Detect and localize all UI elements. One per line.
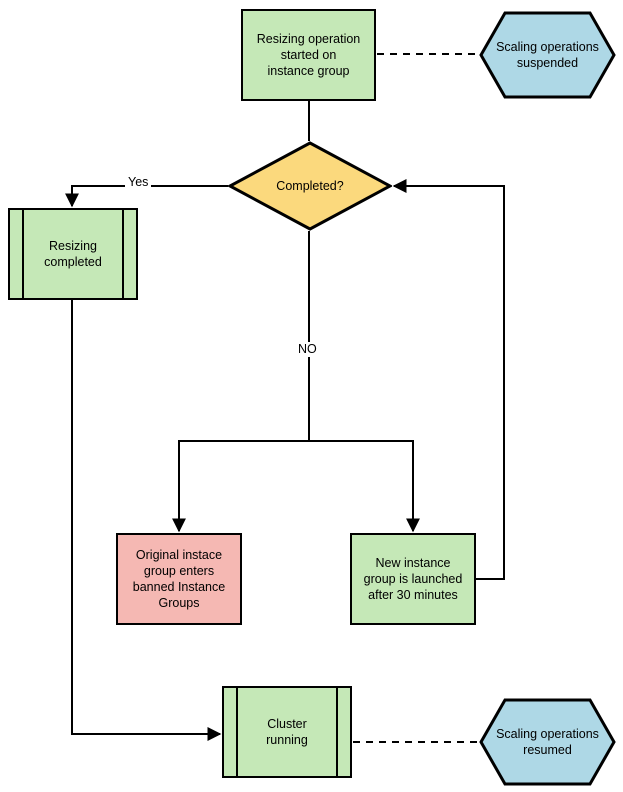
node-resizing-completed[interactable]: Resizing completed	[8, 208, 138, 300]
edge-resizing-completed-to-cluster	[71, 300, 222, 741]
node-original-banned-label: Original instace group enters banned Ins…	[132, 548, 226, 610]
node-completed-decision[interactable]: Completed?	[228, 141, 392, 231]
node-new-instance-group[interactable]: New instance group is launched after 30 …	[350, 533, 476, 625]
node-resizing-completed-label: Resizing completed	[44, 239, 102, 269]
node-scaling-suspended[interactable]: Scaling operations suspended	[479, 11, 616, 99]
hexagon-shape-resumed	[479, 698, 616, 786]
predef-left-rule	[236, 688, 238, 776]
node-cluster-running[interactable]: Cluster running	[222, 686, 352, 778]
edge-new-group-back-to-decision	[392, 179, 505, 580]
node-resizing-started[interactable]: Resizing operation started on instance g…	[241, 9, 376, 101]
node-cluster-running-label: Cluster running	[266, 717, 308, 747]
predef-left-rule	[22, 210, 24, 298]
edge-yes-to-resizing-completed	[65, 185, 228, 208]
edge-label-no: NO	[295, 342, 320, 357]
edge-no-to-new-instance-group	[309, 440, 420, 533]
node-scaling-suspended-label: Scaling operations suspended	[496, 40, 599, 70]
edge-no-to-original-banned	[172, 440, 309, 533]
hexagon-shape-suspended	[479, 11, 616, 99]
predef-right-rule	[336, 688, 338, 776]
node-original-banned[interactable]: Original instace group enters banned Ins…	[116, 533, 242, 625]
node-new-instance-group-label: New instance group is launched after 30 …	[363, 556, 463, 602]
node-resizing-started-label: Resizing operation started on instance g…	[256, 32, 361, 78]
node-scaling-resumed-label: Scaling operations resumed	[496, 727, 599, 757]
diamond-shape-completed	[228, 141, 392, 231]
node-scaling-resumed[interactable]: Scaling operations resumed	[479, 698, 616, 786]
edge-label-yes: Yes	[125, 175, 152, 190]
node-completed-decision-label: Completed?	[276, 179, 344, 193]
predef-right-rule	[122, 210, 124, 298]
